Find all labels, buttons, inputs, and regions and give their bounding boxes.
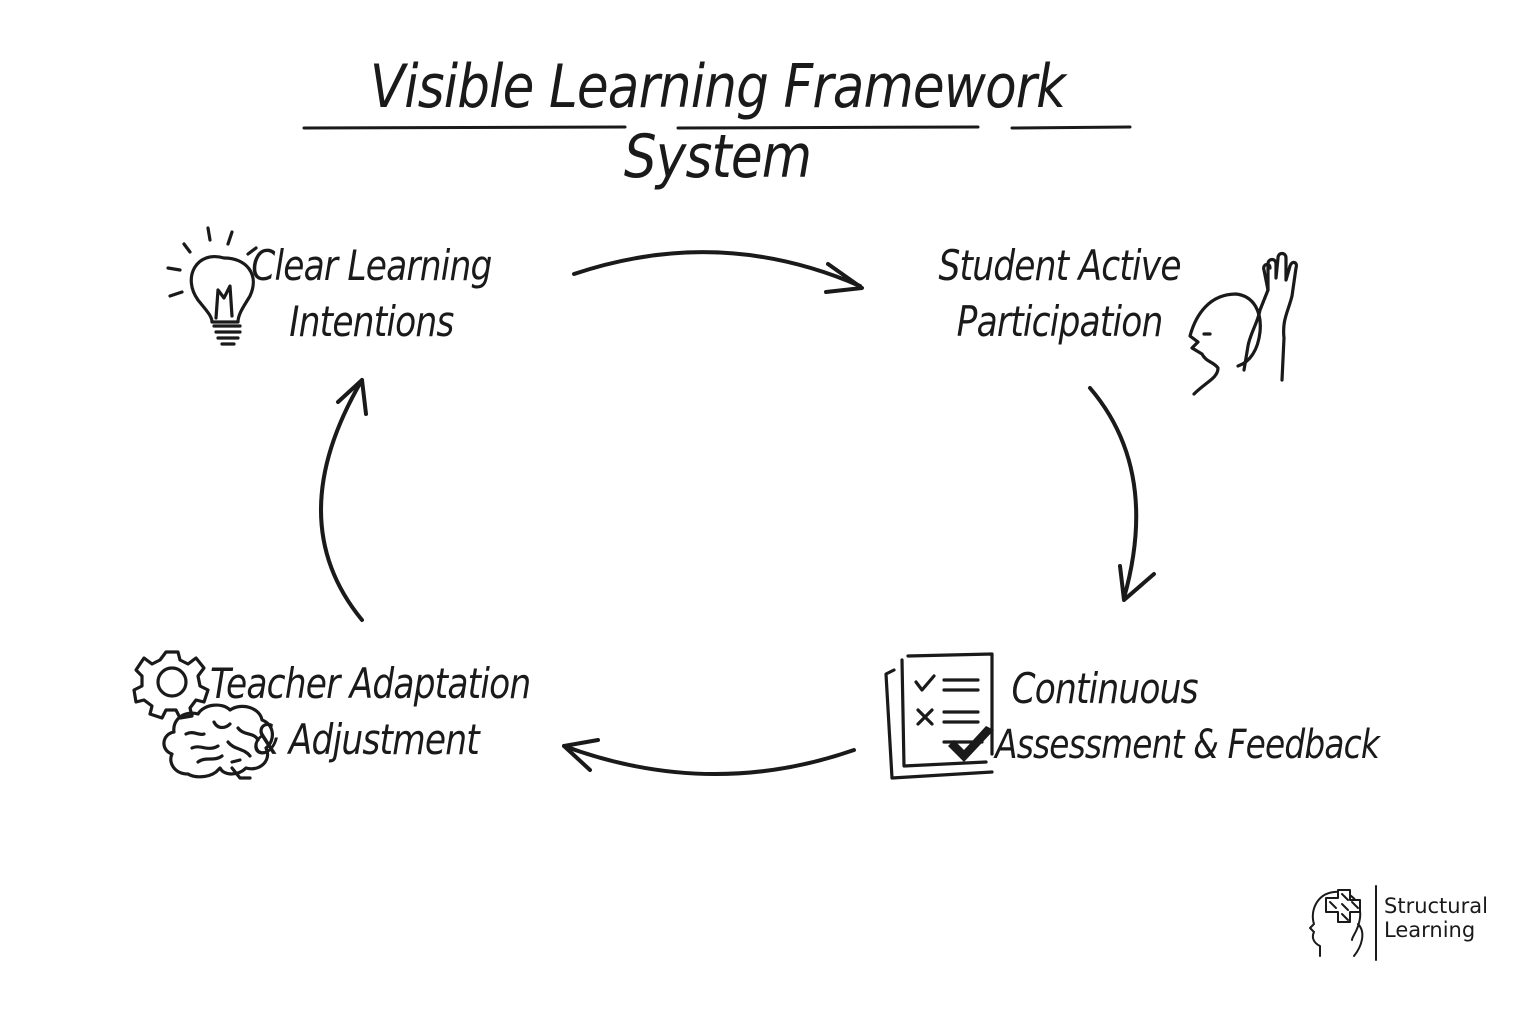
node-label-line1: Clear Learning (251, 241, 492, 290)
structural-learning-logo-icon (1309, 885, 1377, 961)
arrow-assessment-to-teacher (562, 744, 856, 776)
brain-icon (162, 703, 274, 780)
gear-brain-icon (132, 650, 274, 780)
node-label-line1: Teacher Adaptation (210, 659, 531, 708)
node-student-active-participation: Student Active Participation (912, 238, 1207, 350)
structural-learning-logo: Structural Learning (1384, 894, 1488, 942)
node-label-line2: Assessment & Feedback (995, 722, 1380, 768)
node-label-line2: & Adjustment (252, 715, 480, 764)
node-teacher-adaptation-adjustment: Teacher Adaptation & Adjustment (210, 656, 531, 768)
lightbulb-icon (166, 226, 258, 346)
node-label-line2: Participation (956, 297, 1164, 346)
gear-icon (132, 650, 210, 720)
node-label-line1: Continuous (1011, 664, 1198, 713)
arrow-student-to-assessment (1088, 386, 1139, 600)
arrow-clear-to-student (572, 250, 862, 288)
logo-line2: Learning (1384, 918, 1476, 942)
title-underline (302, 125, 1132, 130)
node-clear-learning-intentions: Clear Learning Intentions (232, 238, 511, 350)
checklist-icon (884, 652, 994, 780)
node-continuous-assessment-feedback: Continuous Assessment & Feedback (995, 661, 1380, 773)
logo-line1: Structural (1384, 894, 1488, 918)
raised-hand-person-icon (1188, 251, 1298, 396)
node-label-line1: Student Active (938, 241, 1182, 290)
diagram-title: Visible Learning Framework System (369, 52, 1066, 192)
arrow-teacher-to-clear (319, 378, 364, 622)
node-label-line2: Intentions (289, 297, 454, 346)
